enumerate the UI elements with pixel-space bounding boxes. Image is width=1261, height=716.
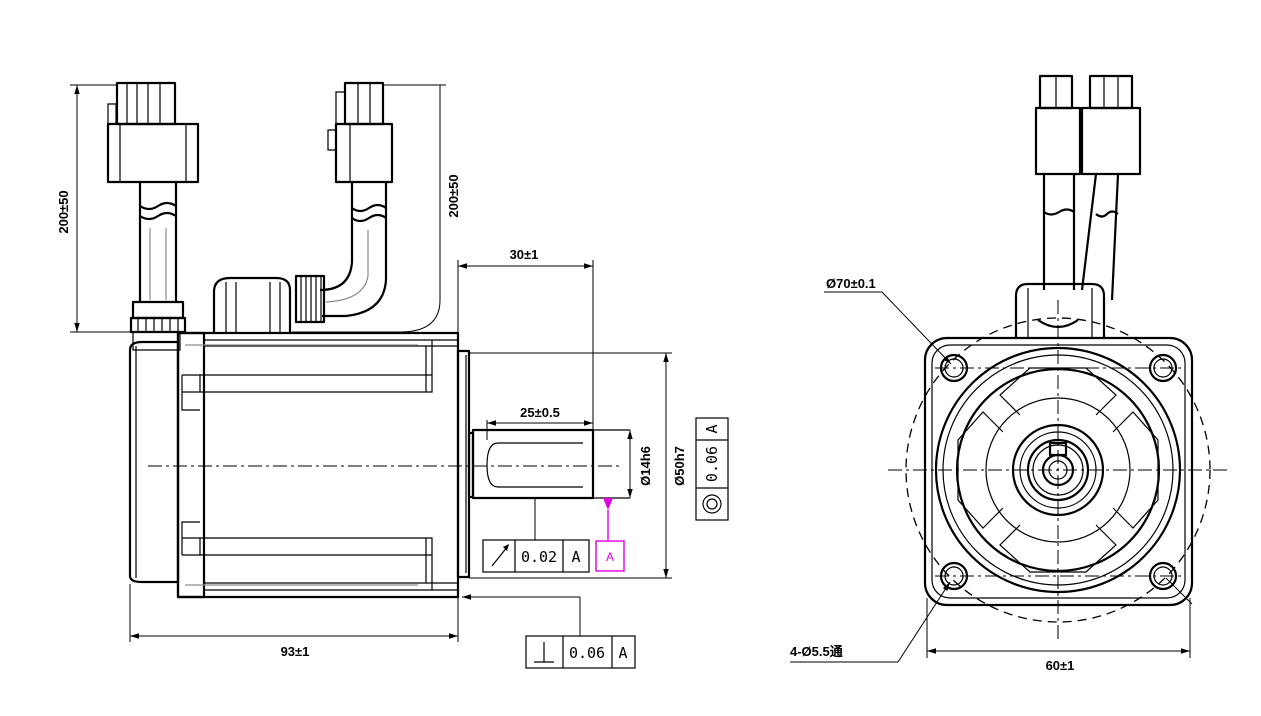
dim-shaft-extension-label: 30±1 [510, 247, 539, 262]
leader-mounting-holes: 4-Ø5.5通 [790, 581, 951, 663]
fcf-concentricity: 0.06 A [695, 417, 729, 521]
dim-overall-length-label: 93±1 [281, 644, 310, 659]
dim-flange-width-label: 60±1 [1046, 658, 1075, 673]
dim-overall-length: 93±1 [129, 584, 459, 659]
side-view: 200±50 200±50 30±1 25±0.5 Ø14h6 [56, 81, 729, 669]
fcf-concentricity-value: 0.06 [703, 446, 721, 482]
fcf-perpendicularity-datum: A [618, 644, 627, 662]
perpendicularity-icon [534, 642, 554, 663]
dim-cable-right-label: 200±50 [446, 174, 461, 217]
left-cable [106, 81, 200, 351]
fcf-concentricity-datum: A [703, 424, 721, 433]
dim-cable-right: 200±50 [292, 84, 461, 333]
bolt-circle-label: Ø70±0.1 [826, 276, 876, 291]
concentricity-icon [702, 494, 722, 514]
motor-body [176, 331, 471, 599]
dim-shaft-diameter-label: Ø14h6 [638, 446, 653, 486]
shaft [467, 428, 630, 500]
dim-key-length-label: 25±0.5 [520, 405, 560, 420]
dim-cable-left: 200±50 [56, 84, 131, 333]
fcf-perpendicularity-value: 0.06 [569, 644, 605, 662]
dim-pilot-diameter-label: Ø50h7 [672, 446, 687, 486]
front-view: Ø70±0.1 4-Ø5.5通 60±1 [790, 74, 1228, 673]
dim-cable-left-label: 200±50 [56, 190, 71, 233]
rear-cap [128, 340, 180, 584]
front-connectors [1014, 74, 1142, 338]
datum-a-marker: A [595, 498, 625, 572]
dim-flange-width: 60±1 [926, 598, 1191, 673]
bolt-circle [905, 317, 1211, 623]
datum-a-label: A [606, 550, 614, 564]
leader-bolt-circle: Ø70±0.1 [824, 276, 1193, 605]
dim-pilot-diameter: Ø50h7 [469, 352, 687, 579]
runout-icon [491, 544, 509, 567]
dim-shaft-diameter: Ø14h6 [627, 430, 653, 498]
mounting-holes-label: 4-Ø5.5通 [790, 644, 843, 659]
fcf-runout: 0.02 A [482, 498, 590, 573]
fcf-perpendicularity: 0.06 A [462, 594, 636, 669]
dim-shaft-extension: 30±1 [457, 247, 594, 430]
fcf-runout-datum: A [571, 548, 580, 566]
right-cable [212, 81, 394, 333]
fcf-runout-value: 0.02 [521, 548, 557, 566]
dim-key-length: 25±0.5 [486, 405, 594, 440]
